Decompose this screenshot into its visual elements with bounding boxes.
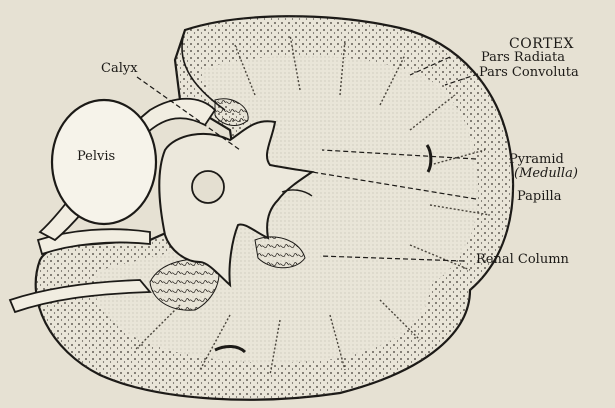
label-cortex: CORTEX xyxy=(509,37,574,51)
label-calyx: Calyx xyxy=(101,62,138,76)
label-pars-radiata: Pars Radiata xyxy=(481,51,565,65)
label-pyramid: Pyramid xyxy=(509,153,564,167)
label-renal-column: Renal Column xyxy=(476,253,569,267)
label-medulla: (Medulla) xyxy=(514,167,578,181)
label-papilla: Papilla xyxy=(517,190,561,204)
label-pelvis: Pelvis xyxy=(77,150,115,164)
label-pars-convoluta: Pars Convoluta xyxy=(479,66,579,80)
